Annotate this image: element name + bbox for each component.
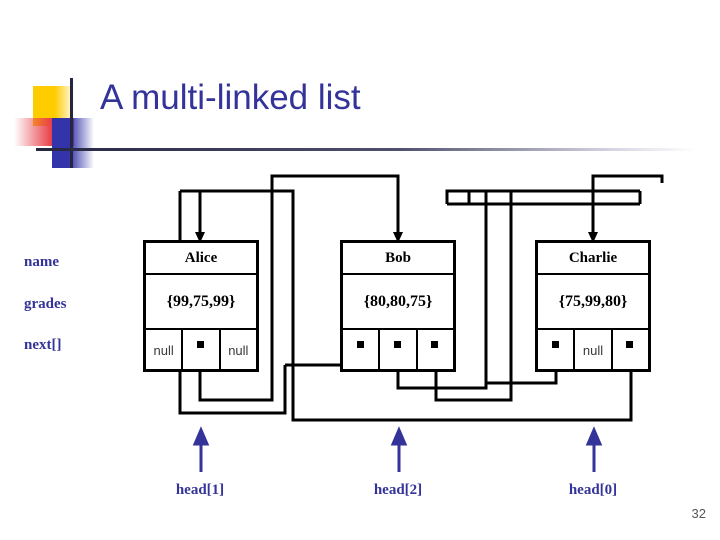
node-bob[interactable]: Bob {80,80,75} xyxy=(340,240,456,372)
pointer-dot-icon xyxy=(626,341,634,348)
head-label-0: head[0] xyxy=(568,482,618,498)
node-charlie-name: Charlie xyxy=(538,243,648,275)
node-bob-name: Bob xyxy=(343,243,453,275)
node-charlie-grades: {75,99,80} xyxy=(538,275,648,330)
pointer-dot-icon xyxy=(431,341,439,348)
pointer-dot-icon xyxy=(356,341,364,348)
node-alice-next-array: null null xyxy=(146,330,256,371)
page-title: A multi-linked list xyxy=(100,78,361,117)
node-bob-next-0 xyxy=(343,330,378,371)
node-bob-next-array xyxy=(343,330,453,371)
page-number: 32 xyxy=(691,506,706,521)
node-bob-next-1 xyxy=(378,330,415,371)
node-charlie-next-1: null xyxy=(573,330,610,371)
node-alice-next-0: null xyxy=(153,343,174,358)
node-charlie[interactable]: Charlie {75,99,80} null xyxy=(535,240,651,372)
head-label-2: head[2] xyxy=(373,482,423,498)
decor-blue-square xyxy=(52,118,94,168)
wire-arrowheads xyxy=(195,232,598,243)
next-row-label: next[] xyxy=(24,337,62,353)
node-charlie-next-0 xyxy=(538,330,573,371)
node-alice-next-2: null xyxy=(218,330,256,371)
node-bob-grades: {80,80,75} xyxy=(343,275,453,330)
pointer-dot-icon xyxy=(393,341,401,348)
node-charlie-next-array: null xyxy=(538,330,648,371)
decor-horizontal-rule xyxy=(36,148,696,151)
pointer-dot-icon xyxy=(551,341,559,348)
head-label-1: head[1] xyxy=(175,482,225,498)
grades-row-label: grades xyxy=(24,296,67,312)
name-row-label: name xyxy=(24,254,59,270)
node-charlie-next-2 xyxy=(610,330,648,371)
decor-vertical-rule xyxy=(70,78,73,168)
node-alice-next-1 xyxy=(181,330,218,371)
node-bob-next-2 xyxy=(415,330,453,371)
node-alice-name: Alice xyxy=(146,243,256,275)
pointer-dot-icon xyxy=(196,341,204,348)
node-alice[interactable]: Alice {99,75,99} null null xyxy=(143,240,259,372)
node-alice-grades: {99,75,99} xyxy=(146,275,256,330)
